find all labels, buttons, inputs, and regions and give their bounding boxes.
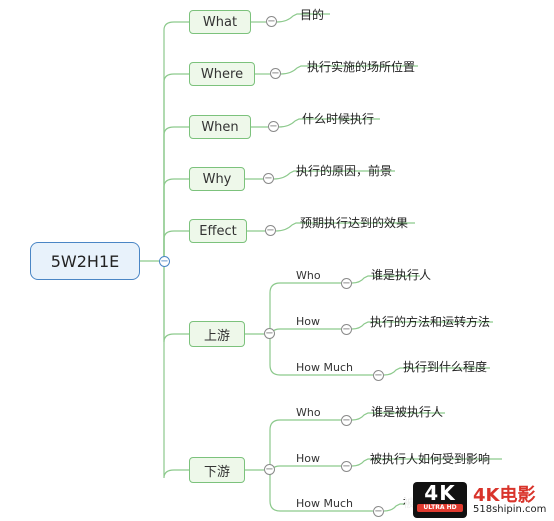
connector-upstream-sub-2 (269, 334, 373, 376)
connector-sub-desc-1 (351, 321, 493, 330)
upstream-how-desc: 执行的方法和运转方法 (370, 315, 491, 329)
upstream-how-label[interactable]: How (296, 315, 320, 328)
collapse-icon-upstream-who[interactable]: − (341, 278, 352, 289)
connector-desc-what (276, 13, 330, 23)
connector-sub-desc-3 (351, 412, 445, 421)
collapse-icon-upstream-how[interactable]: − (341, 324, 352, 335)
collapse-icon-upstream[interactable]: − (264, 328, 275, 339)
branch-desc-what: 目的 (300, 8, 325, 22)
upstream-howmuch-label[interactable]: How Much (296, 361, 353, 374)
branch-node-upstream[interactable]: 上游 (189, 321, 245, 347)
watermark-logo-text: 4K (424, 481, 456, 505)
watermark-title: 4K电影 (473, 485, 536, 506)
connector-branch-when (163, 126, 189, 261)
branch-node-where[interactable]: Where (189, 62, 255, 86)
downstream-who-label[interactable]: Who (296, 406, 321, 419)
connector-branch-upstream (163, 261, 189, 343)
branch-node-downstream[interactable]: 下游 (189, 457, 245, 483)
watermark-logo: 4K ULTRA HD (413, 482, 467, 518)
collapse-icon-root[interactable]: − (159, 256, 170, 267)
collapse-icon-downstream-howmuch[interactable]: − (373, 506, 384, 517)
connector-sub-desc-2 (383, 367, 490, 376)
root-node[interactable]: 5W2H1E (30, 242, 140, 280)
connector-branch-downstream (163, 261, 189, 479)
connector-branch-effect (163, 230, 189, 261)
branch-node-what[interactable]: What (189, 10, 251, 34)
branch-desc-effect: 预期执行达到的效果 (300, 216, 409, 230)
watermark: 4K ULTRA HD 4K电影 518shipin.com (405, 480, 554, 520)
collapse-icon-upstream-howmuch[interactable]: − (373, 370, 384, 381)
watermark-url: 518shipin.com (473, 504, 547, 515)
branch-node-when[interactable]: When (189, 115, 251, 139)
collapse-icon-downstream-who[interactable]: − (341, 415, 352, 426)
branch-desc-when: 什么时候执行 (302, 112, 375, 126)
collapse-icon-why[interactable]: − (263, 173, 274, 184)
connector-branch-where (163, 73, 189, 261)
collapse-icon-downstream-how[interactable]: − (341, 461, 352, 472)
connector-sub-desc-4 (351, 458, 502, 467)
connector-sub-desc-0 (351, 275, 420, 284)
connector-desc-why (273, 170, 395, 180)
collapse-icon-effect[interactable]: − (265, 225, 276, 236)
connector-downstream-sub-2 (269, 470, 373, 512)
downstream-how-label[interactable]: How (296, 452, 320, 465)
branch-node-effect[interactable]: Effect (189, 219, 247, 243)
collapse-icon-downstream[interactable]: − (264, 464, 275, 475)
downstream-howmuch-label[interactable]: How Much (296, 497, 353, 510)
collapse-icon-what[interactable]: − (266, 16, 277, 27)
watermark-logo-subtext: ULTRA HD (417, 504, 463, 512)
collapse-icon-where[interactable]: − (270, 68, 281, 79)
collapse-icon-when[interactable]: − (268, 121, 279, 132)
connector-downstream-sub-0 (269, 419, 341, 470)
connector-downstream-sub-1 (269, 465, 341, 477)
downstream-how-desc: 被执行人如何受到影响 (370, 452, 491, 466)
connector-upstream-sub-1 (269, 328, 341, 340)
branch-desc-where: 执行实施的场所位置 (307, 60, 416, 74)
connector-sub-desc-5 (383, 503, 430, 512)
connector-desc-effect (275, 222, 415, 232)
upstream-who-label[interactable]: Who (296, 269, 321, 282)
connector-branch-why (163, 178, 189, 261)
upstream-who-desc: 谁是执行人 (371, 268, 432, 282)
connector-desc-where (280, 65, 418, 75)
upstream-howmuch-desc: 执行到什么程度 (403, 360, 488, 374)
connector-upstream-sub-0 (269, 282, 341, 334)
connector-branch-what (163, 21, 189, 261)
downstream-who-desc: 谁是被执行人 (371, 405, 444, 419)
connector-desc-when (278, 118, 380, 128)
branch-desc-why: 执行的原因，前景 (296, 164, 393, 178)
branch-node-why[interactable]: Why (189, 167, 245, 191)
